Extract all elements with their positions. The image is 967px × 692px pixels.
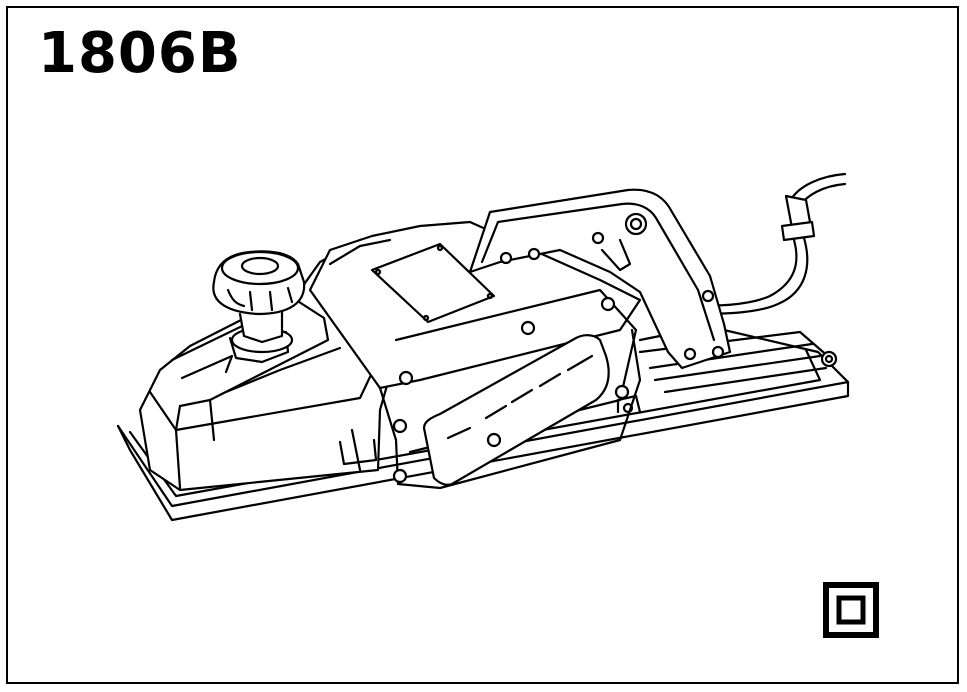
double-insulation-icon [823, 582, 879, 638]
rear-handle [468, 188, 732, 370]
side-cover [422, 334, 610, 486]
motor-housing [308, 220, 642, 490]
front-knob [212, 250, 306, 364]
model-number-title: 1806B [38, 21, 242, 86]
